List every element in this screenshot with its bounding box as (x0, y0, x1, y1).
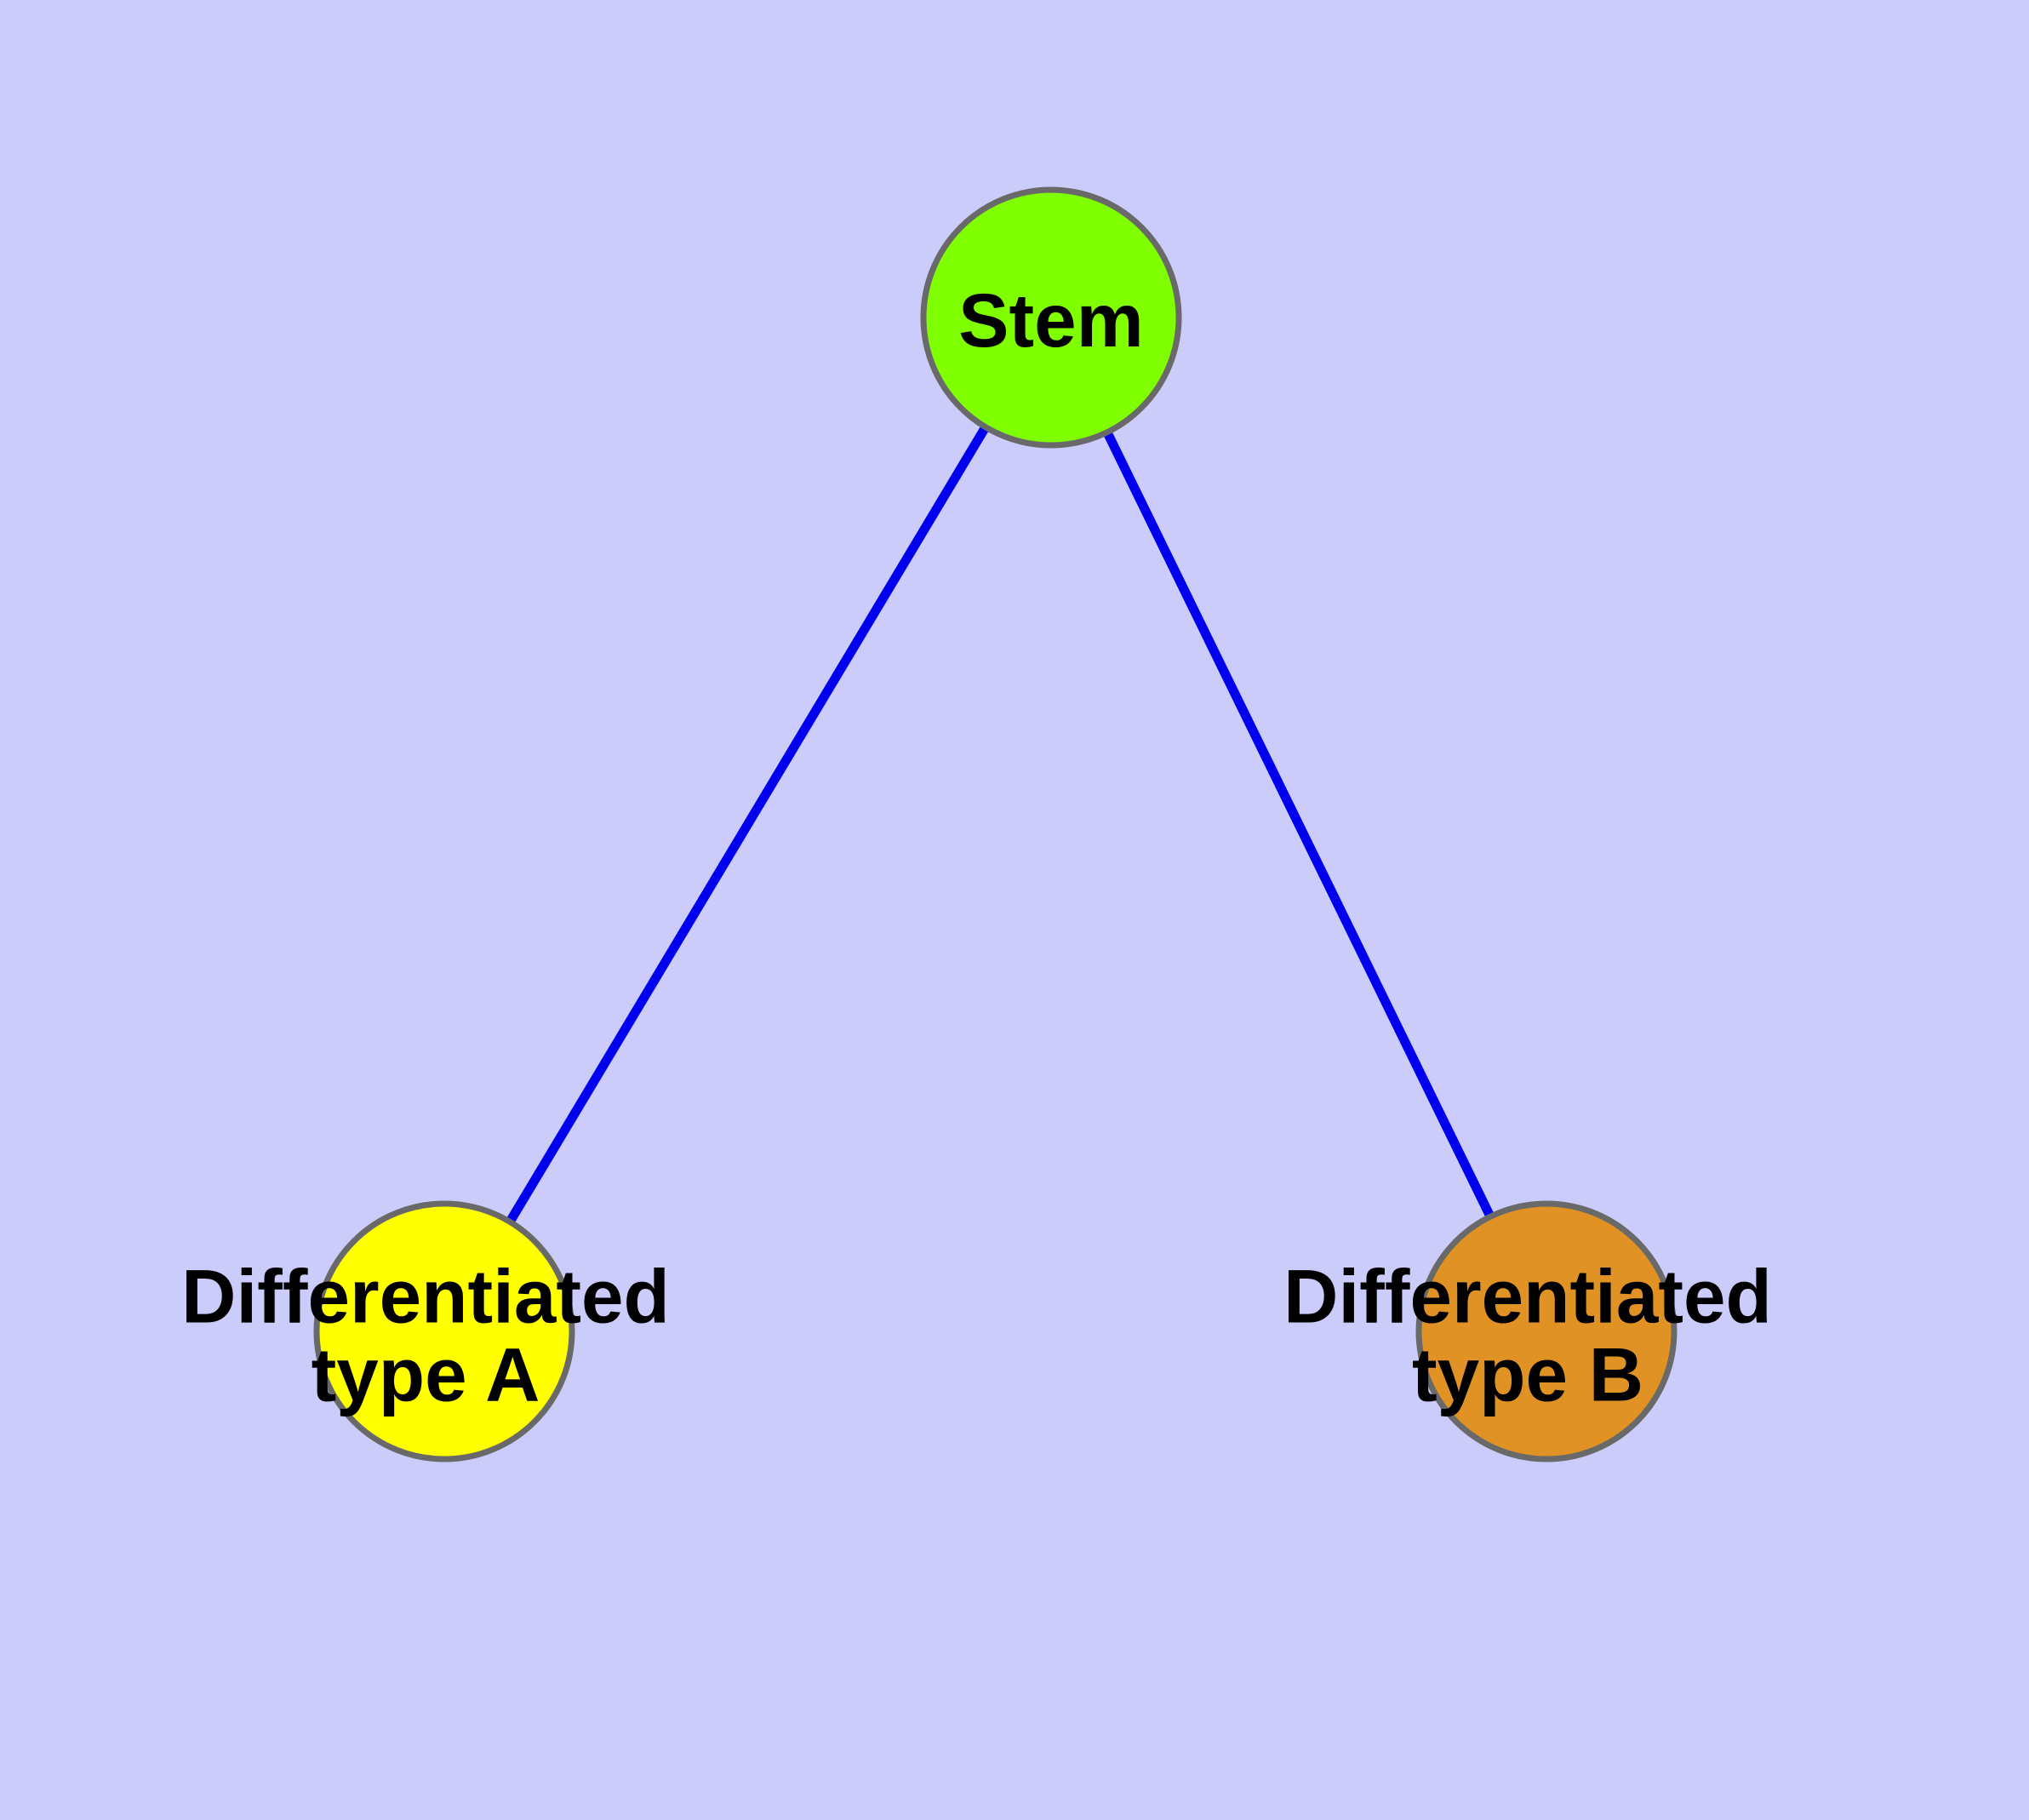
graph-edge-stem-diff_a[interactable] (506, 424, 990, 1225)
graph-node-diff_a[interactable] (313, 1200, 575, 1462)
graph-edge-stem-diff_b[interactable] (1102, 430, 1495, 1219)
node-layer (313, 186, 1677, 1462)
graph-node-stem[interactable] (920, 186, 1182, 449)
edge-layer (506, 424, 1495, 1225)
graph-node-diff_b[interactable] (1415, 1200, 1677, 1462)
